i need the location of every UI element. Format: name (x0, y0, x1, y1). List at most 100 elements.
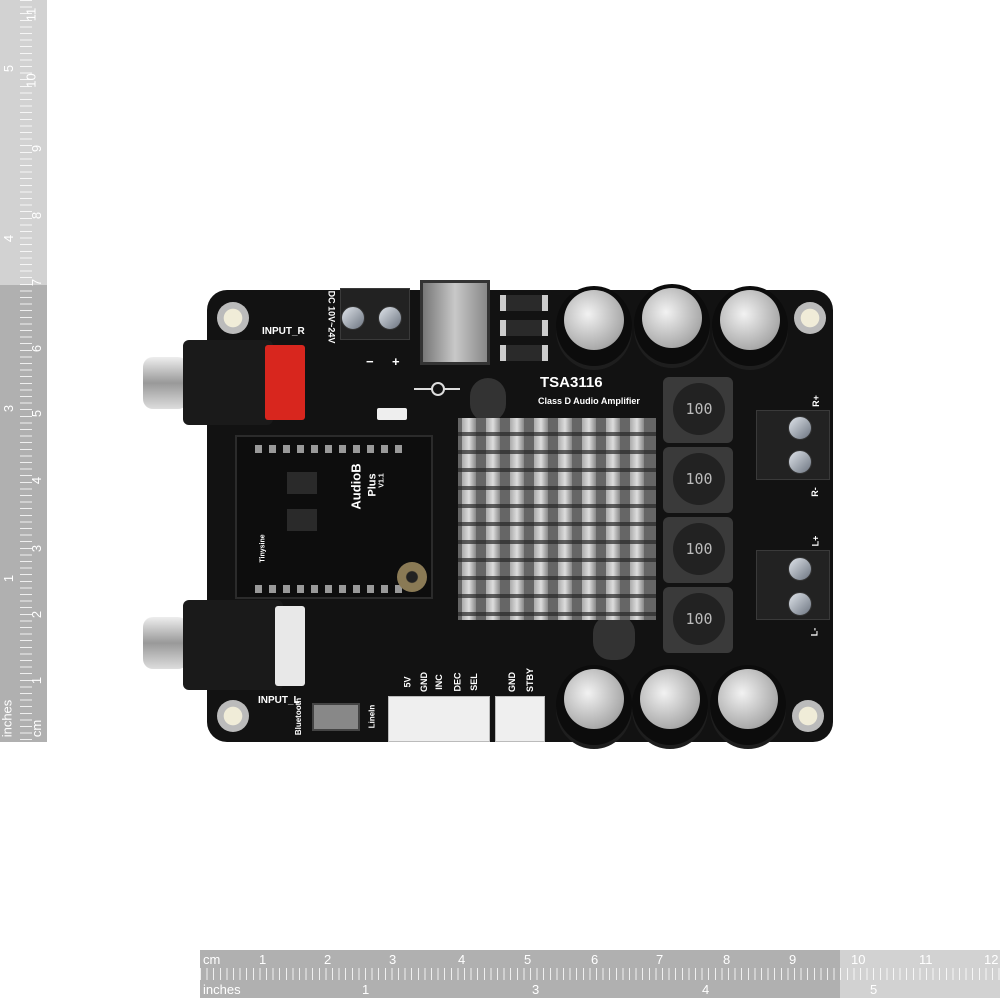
ruler-cm-tick: 9 (789, 952, 797, 967)
ruler-cm-tick: 3 (29, 544, 45, 553)
ruler-inch-tick: 5 (870, 982, 878, 997)
inductor: 100 (663, 587, 733, 653)
ruler-ticks (20, 0, 32, 742)
board-title: TSA3116 (540, 374, 603, 391)
ruler-cm-label: cm (203, 952, 221, 967)
module-brand: Tinysine (259, 534, 267, 563)
power-voltage-label: DC 10V~24V (326, 290, 337, 344)
ruler-cm-tick: 5 (524, 952, 532, 967)
mounting-hole (217, 700, 249, 732)
capacitor (634, 284, 710, 364)
screw-icon[interactable] (788, 557, 812, 581)
transistor-tab (470, 378, 506, 422)
inductor-value: 100 (673, 523, 725, 575)
ruler-inch-tick: 5 (1, 64, 17, 73)
ruler-cm-tick: 10 (23, 73, 39, 88)
inductor-value: 100 (673, 453, 725, 505)
pin-label-dec: DEC (452, 672, 463, 692)
ruler-cm-tick: 1 (259, 952, 267, 967)
header-pins (255, 445, 405, 453)
output-l-plus-label: L+ (810, 535, 821, 547)
screw-icon[interactable] (788, 416, 812, 440)
ruler-cm-tick: 2 (324, 952, 332, 967)
rca-jack-left-plug (143, 617, 188, 669)
ruler-cm-tick: 11 (919, 952, 933, 967)
plus-label: + (392, 354, 400, 369)
capacitor (556, 286, 632, 366)
ruler-inch-tick: 3 (532, 982, 540, 997)
output-r-plus-label: R+ (810, 395, 821, 407)
ruler-cm-tick: 8 (723, 952, 731, 967)
inductor: 100 (663, 517, 733, 583)
module-version: V1.1 (378, 473, 386, 488)
screw-icon[interactable] (378, 306, 402, 330)
screw-icon[interactable] (341, 306, 365, 330)
capacitor (632, 665, 708, 745)
pin-label-inc: INC (433, 674, 444, 690)
smd-diode (500, 345, 548, 361)
ruler-cm-tick: 7 (29, 278, 45, 287)
ruler-cm-tick: 6 (29, 344, 45, 353)
rca-jack-left[interactable] (183, 600, 283, 690)
rca-jack-left-white-insert (275, 606, 305, 686)
audiob-bluetooth-module: AudioB Plus V1.1 Tinysine (235, 435, 433, 599)
output-l-minus-label: L- (809, 627, 820, 637)
ruler-cm-tick: 6 (591, 952, 599, 967)
ruler-inches-label: inches (203, 982, 241, 997)
dc-polarity-icon-ring (431, 382, 445, 396)
input-l-label: INPUT_L (258, 695, 300, 706)
ruler-ticks (200, 968, 1000, 980)
input-select-switch[interactable] (312, 703, 360, 731)
ruler-cm-tick: 4 (458, 952, 466, 967)
control-connector[interactable] (388, 696, 490, 742)
switch-bluetooth-label: Bluetooth (294, 697, 304, 736)
rca-jack-right-red-insert (265, 345, 305, 420)
ruler-cm-tick: 7 (656, 952, 664, 967)
inductor-value: 100 (673, 383, 725, 435)
switch-linein-label: LineIn (367, 704, 377, 729)
ruler-cm-label: cm (29, 719, 45, 738)
inductor: 100 (663, 447, 733, 513)
pin-label-sel: SEL (468, 673, 479, 691)
rca-jack-right-plug (143, 357, 188, 409)
inductor: 100 (663, 377, 733, 443)
pin-label-5v: 5V (402, 676, 413, 688)
ruler-inch-tick: 4 (702, 982, 710, 997)
board-subtitle: Class D Audio Amplifier (538, 396, 640, 406)
module-name-2: Plus (366, 473, 379, 497)
ruler-cm-tick: 9 (29, 144, 45, 153)
pin-label-gnd-2: GND (507, 672, 517, 692)
ic-chip (287, 509, 317, 531)
capacitor (710, 665, 786, 745)
input-r-label: INPUT_R (262, 326, 305, 337)
header-pins (255, 585, 405, 593)
smd-diode (500, 320, 548, 336)
ruler-inch-tick: 3 (1, 404, 17, 413)
output-r-minus-label: R- (809, 487, 820, 497)
ruler-inch-tick: 4 (1, 234, 17, 243)
transistor-tab (593, 615, 635, 660)
power-led (377, 408, 407, 420)
screw-icon[interactable] (788, 592, 812, 616)
ruler-cm-tick: 10 (851, 952, 866, 967)
ruler-cm-tick: 5 (29, 409, 45, 418)
ruler-cm-tick: 3 (389, 952, 397, 967)
ruler-cm-tick: 1 (29, 676, 45, 685)
ruler-cm-tick: 2 (29, 610, 45, 619)
rca-jack-right[interactable] (183, 340, 273, 425)
module-name: AudioB (348, 463, 364, 510)
ruler-cm-tick: 4 (29, 476, 45, 485)
screw-icon[interactable] (788, 450, 812, 474)
mounting-hole (792, 700, 824, 732)
smd-diode (500, 295, 548, 311)
dc-barrel-jack[interactable] (420, 280, 490, 365)
ruler-inches-label: inches (0, 699, 15, 738)
ruler-cm-tick: 11 (23, 7, 39, 22)
vertical-ruler: 11 10 9 8 7 6 5 4 3 2 1 cm 5 4 3 1 inche… (0, 0, 47, 742)
ruler-inch-tick: 1 (1, 574, 17, 583)
pin-label-gnd: GND (419, 672, 429, 692)
standby-connector[interactable] (495, 696, 545, 742)
capacitor (556, 665, 632, 745)
microphone (397, 562, 427, 592)
heatsink (458, 418, 656, 620)
